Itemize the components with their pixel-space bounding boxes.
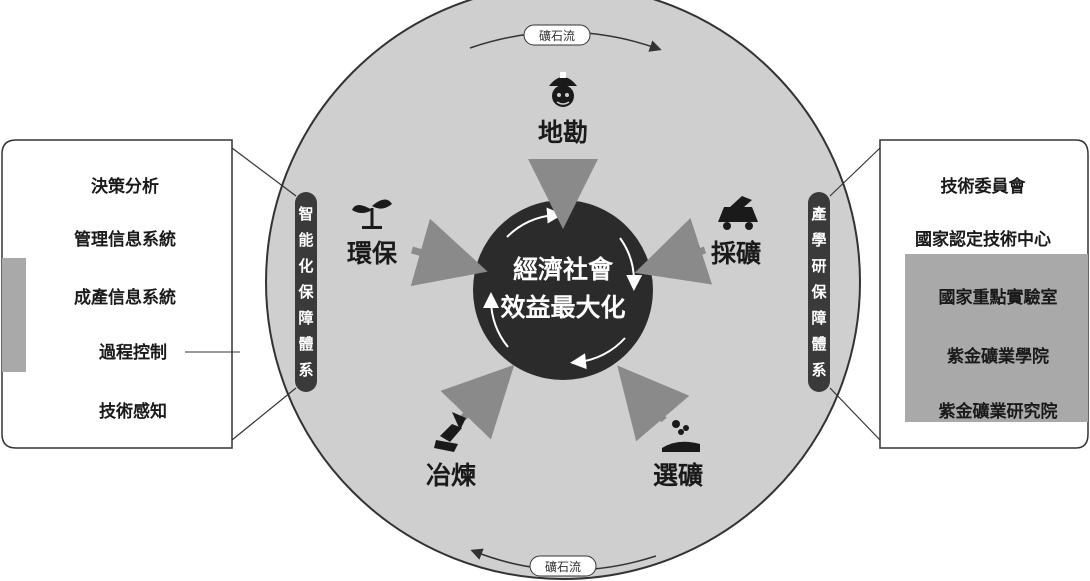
node-label-processing: 選礦 (653, 461, 703, 490)
right-pillar-char: 體 (811, 335, 826, 353)
node-label-environment: 環保 (347, 239, 398, 268)
left-pillar-char: 系 (298, 361, 313, 379)
right-panel-item: 國家認定技術中心 (915, 229, 1051, 250)
center-title-line1: 經濟社會 (513, 255, 614, 284)
furnace-hand-icon (434, 412, 466, 452)
node-label-smelting: 冶煉 (426, 461, 477, 490)
node-exploration: 地勘 (538, 72, 588, 147)
node-processing: 選礦 (653, 420, 703, 490)
right-panel-item: 紫金礦業研究院 (939, 401, 1058, 422)
ore-flow-bottom: 礦石流 (470, 548, 657, 577)
left-pillar-char: 障 (298, 309, 313, 327)
center-circle (473, 200, 653, 380)
center-title-line2: 效益最大化 (500, 293, 625, 322)
left-pillar-char: 能 (298, 231, 313, 249)
right-pillar-char: 學 (811, 231, 826, 249)
left-panel: 決策分析 管理信息系統 成產信息系統 過程控制 技術感知 (1, 139, 297, 449)
node-environment: 環保 (347, 199, 398, 268)
right-pillar: 產 學 研 保 障 體 系 (808, 192, 830, 392)
left-pillar-char: 化 (298, 257, 313, 275)
left-panel-item: 成產信息系統 (74, 287, 176, 308)
right-pillar-char: 障 (811, 309, 826, 327)
ore-hand-icon (662, 420, 700, 452)
left-pillar: 智 能 化 保 障 體 系 (295, 192, 317, 392)
right-panel-item: 技術委員會 (941, 176, 1027, 197)
right-pillar-char: 產 (810, 205, 826, 223)
left-panel-item: 過程控制 (99, 342, 167, 363)
left-pillar-char: 體 (298, 335, 313, 353)
right-pillar-char: 研 (811, 257, 826, 275)
right-panel-item: 紫金礦業學院 (947, 346, 1049, 367)
ore-flow-top: 礦石流 (469, 24, 662, 52)
node-mining: 採礦 (711, 196, 761, 268)
right-panel: 技術委員會 國家認定技術中心 國家重點實驗室 紫金礦業學院 紫金礦業研究院 (829, 139, 1089, 449)
left-panel-item: 管理信息系統 (74, 229, 176, 250)
sprout-icon (352, 199, 392, 229)
left-panel-item: 決策分析 (91, 176, 159, 197)
miner-helmet-icon (549, 72, 577, 107)
ore-flow-label-top: 礦石流 (539, 28, 575, 43)
left-panel-item: 技術感知 (99, 401, 167, 422)
right-panel-item: 國家重點實驗室 (939, 287, 1058, 308)
left-pillar-char: 保 (297, 283, 314, 301)
right-pillar-char: 系 (811, 361, 826, 379)
node-smelting: 冶煉 (426, 412, 477, 490)
left-pillar-char: 智 (298, 205, 313, 223)
flow-arrows (410, 159, 713, 442)
ore-flow-label-bottom: 礦石流 (545, 559, 581, 574)
mine-cart-icon (718, 196, 758, 230)
right-pillar-char: 保 (810, 283, 827, 301)
node-label-mining: 採礦 (711, 239, 761, 268)
node-label-exploration: 地勘 (538, 118, 588, 147)
